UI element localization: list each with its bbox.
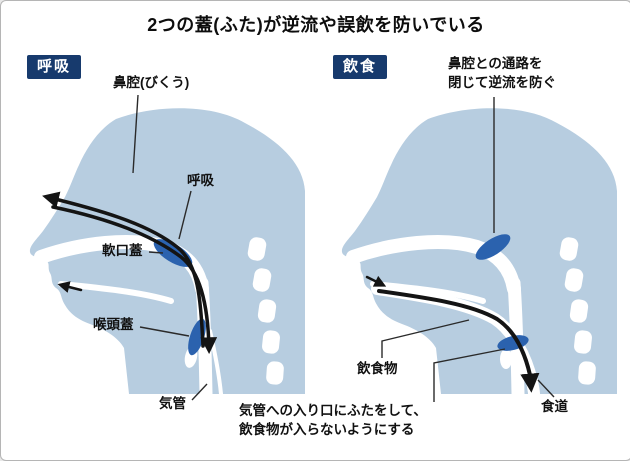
esophagus-collapsed: [208, 329, 223, 396]
label-trachea: 気管: [159, 396, 186, 411]
label-esophagus: 食道: [541, 399, 568, 414]
note-trachea-lid: 気管への入り口にふたをして、 飲食物が入らないようにする: [239, 402, 427, 440]
page-title: 2つの蓋(ふた)が逆流や誤飲を防いでいる: [147, 15, 485, 35]
note-nasal-passage: 鼻腔との通路を 閉じて逆流を防ぐ: [448, 55, 556, 93]
leader-epiglottis: [139, 326, 190, 337]
larynx-shape: [500, 349, 512, 369]
label-nasal-cavity: 鼻腔(びくう): [113, 75, 190, 90]
head-breathing: [30, 108, 305, 394]
note-nasal-passage-line1: 鼻腔との通路を: [448, 56, 543, 71]
food-arrow: [377, 289, 540, 393]
leader-breathing: [178, 190, 192, 240]
leader-esophagus: [537, 379, 555, 398]
note-nasal-passage-line2: 閉じて逆流を防ぐ: [448, 74, 556, 90]
leader-nasal-cavity: [132, 94, 139, 174]
label-epiglottis: 喉頭蓋: [93, 317, 134, 332]
mouth-air-arrow: [57, 281, 83, 293]
note-trachea-lid-line1: 気管への入り口にふたをして、: [239, 403, 427, 418]
leader-food: [381, 319, 470, 358]
badge-eating: 飲食: [333, 55, 388, 79]
leader-trachea-note: [433, 348, 506, 402]
callout-lines: [132, 94, 555, 402]
leader-soft-palate: [148, 251, 164, 254]
head-swallowing: [342, 108, 617, 394]
label-food: 飲食物: [357, 361, 398, 376]
badge-breathing: 呼吸: [27, 55, 82, 79]
label-soft-palate: 軟口蓋: [102, 243, 143, 258]
mouth-food-arrow: [365, 275, 387, 287]
leader-trachea: [191, 383, 208, 401]
note-trachea-lid-line2: 飲食物が入らないようにする: [239, 421, 415, 437]
exhale-arrow: [42, 191, 205, 348]
label-breathing: 呼吸: [187, 173, 214, 188]
soft-palate-closed-highlight: [475, 234, 511, 260]
inhale-arrow: [51, 205, 218, 355]
